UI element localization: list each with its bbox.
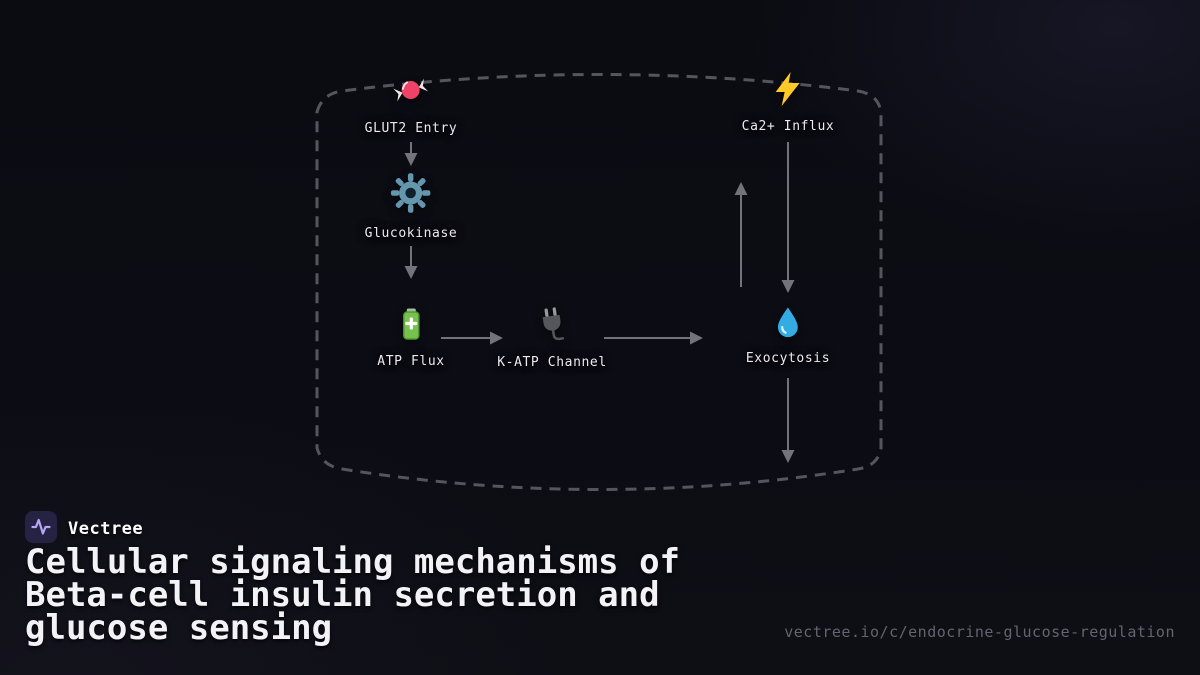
droplet-icon — [771, 305, 805, 339]
node-atp-flux: ATP Flux — [377, 306, 444, 370]
vectree-pulse-icon — [25, 511, 57, 547]
plug-icon — [533, 305, 571, 343]
node-exocytosis: Exocytosis — [746, 305, 830, 367]
flow-arrows — [404, 142, 795, 463]
cell-membrane-boundary — [315, 73, 883, 491]
node-glucokinase: Glucokinase — [365, 172, 458, 242]
node-label: K-ATP Channel — [497, 355, 607, 370]
battery-icon — [393, 306, 429, 342]
node-label: Ca2+ Influx — [741, 119, 835, 134]
node-ca2-influx: Ca2+ Influx — [742, 71, 835, 135]
node-katp-channel: K-ATP Channel — [497, 305, 607, 371]
node-label: Exocytosis — [745, 351, 831, 366]
brand-lockup: Vectree — [25, 511, 143, 547]
lightning-icon — [770, 71, 806, 107]
poster-url: vectree.io/c/endocrine-glucose-regulatio… — [784, 623, 1175, 641]
node-label: ATP Flux — [377, 354, 445, 369]
brand-name: Vectree — [68, 519, 144, 539]
node-glut2-entry: GLUT2 Entry — [365, 71, 458, 137]
candy-icon — [392, 71, 430, 109]
node-label: GLUT2 Entry — [364, 121, 458, 136]
gear-icon — [390, 172, 432, 214]
poster-title: Cellular signaling mechanisms of Beta-ce… — [25, 542, 681, 648]
node-label: Glucokinase — [364, 226, 458, 241]
